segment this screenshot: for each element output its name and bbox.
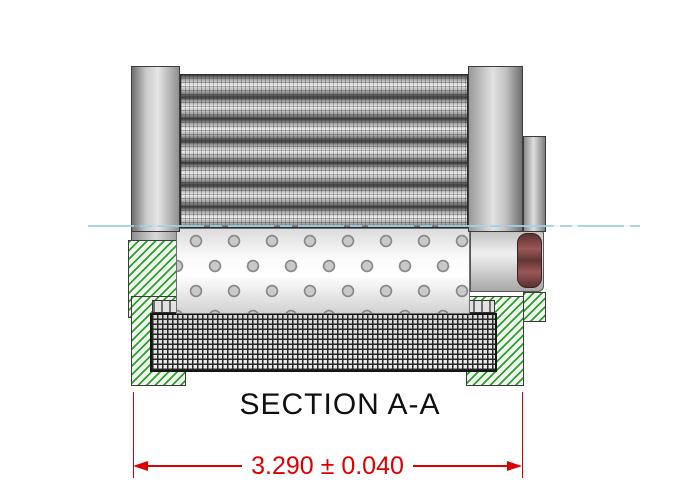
right-end-cap <box>468 66 523 232</box>
right-end-cap-section-hatch <box>523 292 546 322</box>
dimension-line-left-segment <box>148 465 243 467</box>
dimension-arrow-right-icon <box>507 461 523 471</box>
wire-mesh-band <box>150 313 497 372</box>
extension-line-left <box>133 392 134 478</box>
left-end-cap <box>131 66 180 232</box>
right-hub <box>523 136 546 232</box>
dimension-value: 3.290 ± 0.040 <box>251 452 404 480</box>
pleated-filter-media <box>180 74 468 228</box>
section-label: SECTION A-A <box>239 388 441 421</box>
dimension-arrow-left-icon <box>133 461 148 471</box>
centerline <box>88 225 640 227</box>
perforated-core-tube <box>176 228 470 314</box>
dimension-line-right-segment <box>412 465 508 467</box>
dimension-annotation: 3.290 ± 0.040 <box>133 452 523 480</box>
extension-line-right <box>522 392 523 478</box>
o-ring-seal <box>517 233 542 288</box>
